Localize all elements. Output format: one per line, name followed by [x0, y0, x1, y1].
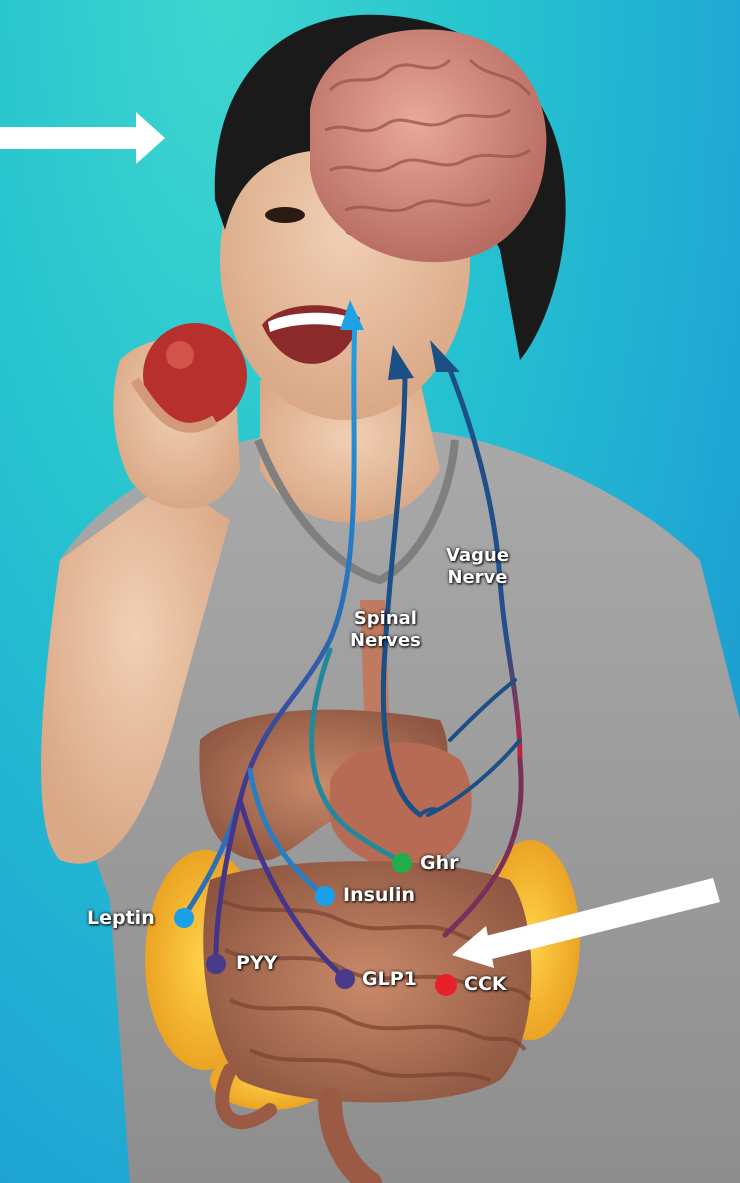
cck-label: CCK [464, 973, 507, 995]
vagus-nerve-label: Vague Nerve [446, 545, 509, 589]
pyy-label: PYY [236, 952, 277, 974]
ghr-dot [392, 853, 412, 873]
vagus-label-line1: Vague [446, 545, 509, 567]
vagus-label-line2: Nerve [446, 567, 509, 589]
stomach [330, 743, 472, 868]
ghr-label: Ghr [420, 852, 459, 874]
spinal-label-line1: Spinal [350, 608, 421, 630]
spinal-nerves-label: Spinal Nerves [350, 608, 421, 652]
glp1-label: GLP1 [362, 968, 417, 990]
spinal-label-line2: Nerves [350, 630, 421, 652]
insulin-dot [315, 886, 335, 906]
insulin-label: Insulin [343, 884, 415, 906]
glp1-dot [335, 969, 355, 989]
leptin-label: Leptin [87, 907, 155, 929]
leptin-dot [174, 908, 194, 928]
brain [310, 29, 546, 262]
cck-dot [435, 974, 457, 996]
pointer-arrow-brain [0, 112, 165, 164]
pyy-dot [206, 954, 226, 974]
